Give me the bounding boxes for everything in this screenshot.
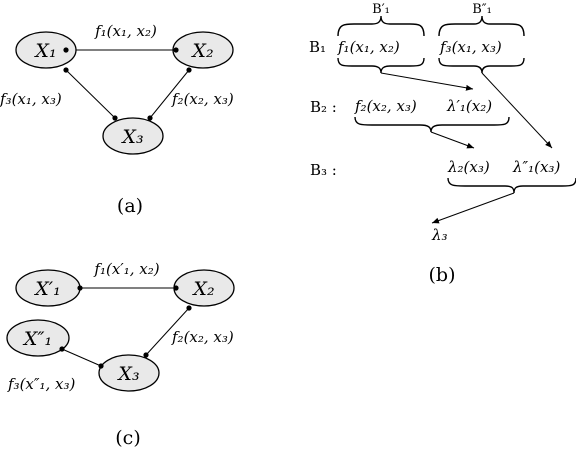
port-dot [147, 115, 153, 121]
bucket-b2-label: B₂ : [310, 98, 337, 116]
brace-b1-prime [337, 15, 425, 37]
port-dot [63, 47, 69, 53]
node-x1 [15, 31, 77, 69]
node-x3 [98, 354, 160, 392]
port-dot [186, 67, 192, 73]
node-x1-double-prime [6, 319, 70, 357]
edge-f2-label: f₂(x₂, x₃) [171, 90, 234, 108]
port-dot [63, 67, 69, 73]
bucket-b1-label: B₁ [309, 38, 326, 56]
port-dot [112, 115, 118, 121]
node-x3-label: X₃ [116, 363, 139, 385]
panel-b: B′₁ B″₁ B₁ f₁(x₁, x₂) f₃(x₁, x₃) B₂ : f₂… [309, 2, 576, 286]
panel-a: X₁ X₂ X₃ f₁(x₁, x₂) f₃(x₁, x₃) f₂(x₂, x₃… [0, 22, 234, 217]
node-x3 [102, 117, 164, 155]
b1-f1: f₁(x₁, x₂) [337, 38, 400, 56]
bucket-b3-label: B₃ : [310, 161, 337, 179]
node-x1-prime-label: X′₁ [33, 278, 60, 300]
caption-a: (a) [117, 195, 143, 217]
edge-f3 [61, 348, 102, 367]
node-x2-label: X₂ [190, 40, 213, 62]
node-x1-label: X₁ [33, 40, 56, 62]
b3-lambda2: λ₂(x₃) [447, 158, 490, 176]
brace-b1-double-prime [438, 15, 525, 37]
edge-f2 [149, 69, 190, 119]
port-dot [98, 363, 104, 369]
final-lambda3: λ₃ [431, 226, 448, 244]
caption-b: (b) [429, 264, 456, 286]
minibucket-b1-double-prime-label: B″₁ [472, 2, 492, 17]
arrow-to-lambda1-prime [380, 72, 474, 91]
brace-b2 [354, 116, 510, 133]
caption-c: (c) [115, 427, 140, 449]
edge-f3-label: f₃(x₁, x₃) [0, 90, 62, 108]
b2-f2: f₂(x₂, x₃) [354, 97, 417, 115]
node-x1-double-prime-label: X″₁ [22, 328, 52, 350]
brace-b3 [447, 177, 576, 194]
node-x2 [172, 31, 234, 69]
brace-b1-f1 [337, 57, 425, 74]
node-x3-label: X₃ [120, 126, 143, 148]
arrow-to-lambda3 [431, 192, 515, 224]
port-dot [143, 352, 149, 358]
port-dot [173, 285, 179, 291]
b1-f3: f₃(x₁, x₃) [439, 38, 502, 56]
edge-f1-label: f₁(x′₁, x₂) [93, 260, 159, 278]
port-dot [186, 305, 192, 311]
edge-f2 [145, 307, 190, 356]
edge-f2-label: f₂(x₂, x₃) [171, 328, 234, 346]
edge-f3-label: f₃(x″₁, x₃) [7, 375, 76, 393]
edge-f3 [65, 69, 116, 119]
port-dot [77, 285, 83, 291]
arrow-to-lambda1-double-prime [481, 72, 553, 149]
panel-c: X′₁ X₂ X″₁ X₃ f₁(x′₁, x₂) f₂(x₂, x₃) f₃(… [6, 260, 235, 449]
arrow-to-lambda2 [430, 131, 475, 149]
port-dot [173, 47, 179, 53]
b2-lambda1-prime: λ′₁(x₂) [446, 97, 492, 115]
brace-b1-f3 [438, 57, 525, 74]
port-dot [59, 346, 65, 352]
minibucket-b1-prime-label: B′₁ [372, 2, 390, 17]
edge-f1-label: f₁(x₁, x₂) [94, 22, 157, 40]
node-x2-label: X₂ [191, 278, 214, 300]
b3-lambda1-double-prime: λ″₁(x₃) [512, 158, 560, 176]
